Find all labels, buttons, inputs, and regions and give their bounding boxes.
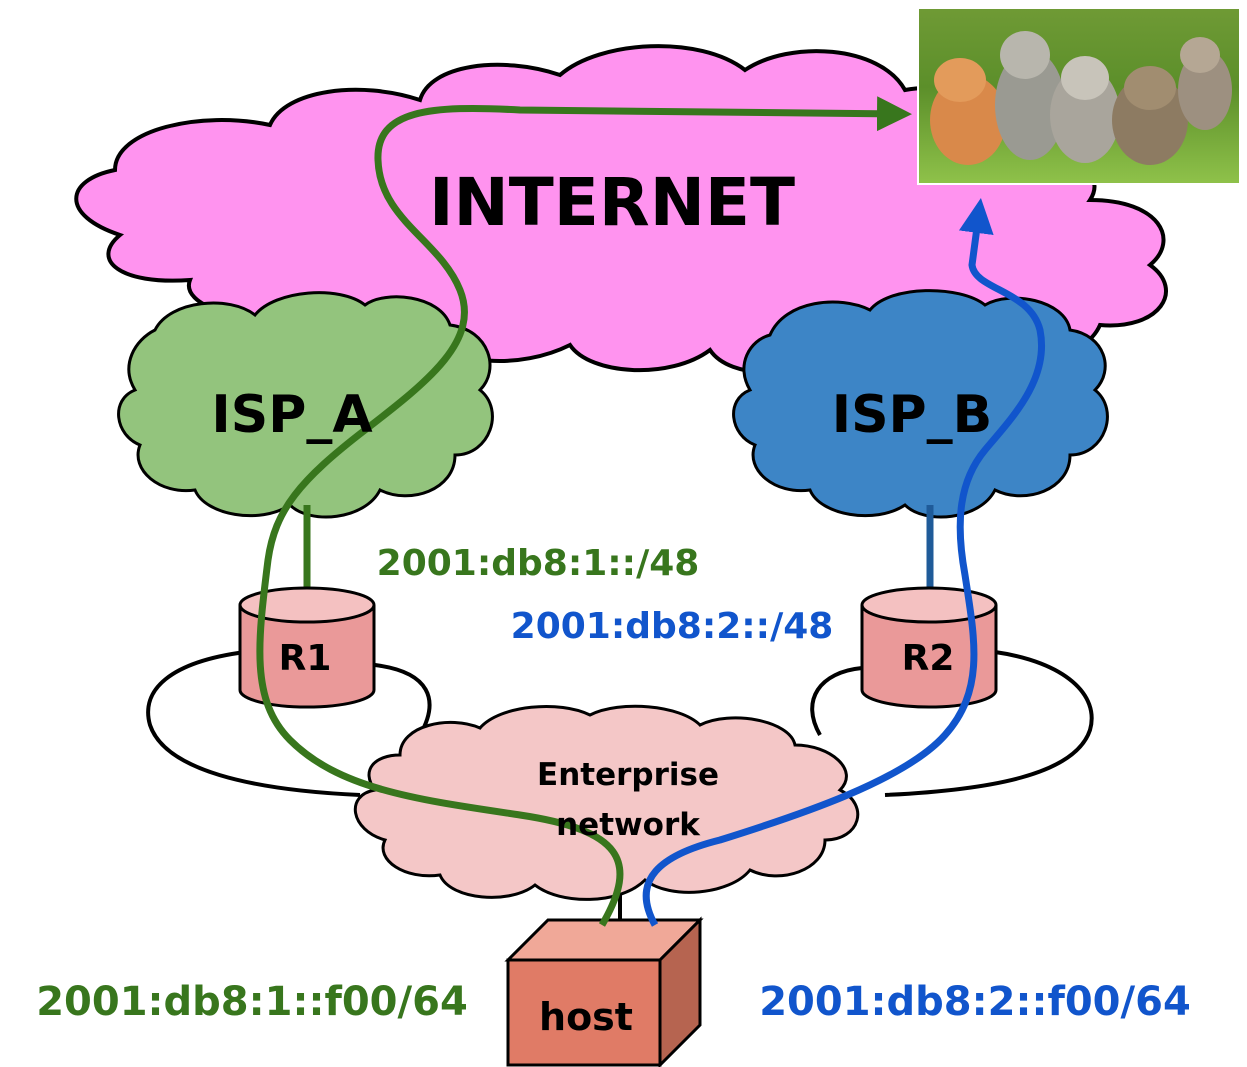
isp-a-cloud: [117, 291, 494, 519]
kittens-photo-icon: [917, 7, 1241, 185]
router-r1-label: R1: [279, 638, 332, 679]
host-label: host: [539, 995, 633, 1039]
isp-a-label: ISP_A: [211, 385, 372, 445]
enterprise-network-cloud: [353, 704, 860, 901]
isp-a-prefix-label: 2001:db8:1::/48: [377, 543, 700, 584]
enterprise-loop-wire: [146, 650, 1094, 797]
host-box: [504, 916, 704, 1067]
router-r2-label: R2: [902, 638, 955, 679]
path-via-isp-a: [256, 96, 912, 927]
router-r1: [238, 586, 376, 709]
isp-b-label: ISP_B: [832, 385, 993, 445]
enterprise-label-line2: network: [556, 807, 701, 843]
enterprise-label-line1: Enterprise: [537, 757, 719, 793]
isp-b-prefix-label: 2001:db8:2::/48: [511, 606, 834, 647]
host-addr-a-label: 2001:db8:1::f00/64: [36, 979, 468, 1025]
internet-label: INTERNET: [429, 164, 795, 241]
host-addr-b-label: 2001:db8:2::f00/64: [759, 979, 1191, 1025]
isp-b-cloud: [732, 289, 1109, 519]
path-via-isp-b: [642, 198, 1045, 927]
router-r2: [860, 586, 998, 709]
